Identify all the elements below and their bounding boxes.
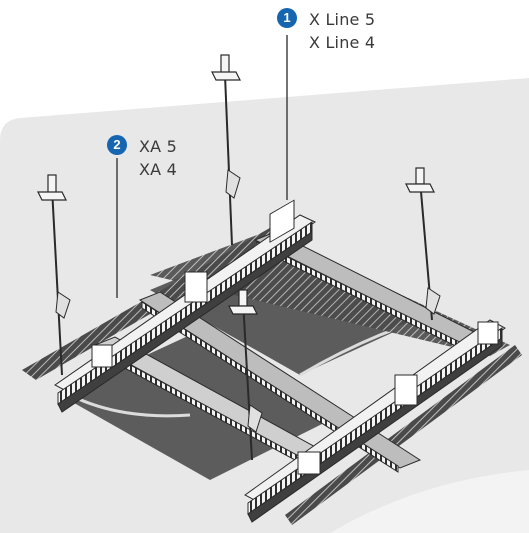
ceiling-panel-curve: [69, 393, 191, 418]
callout-1-badge: 1: [277, 8, 297, 28]
hanger-tops: [37, 54, 435, 315]
callout-1-lines: X Line 5 X Line 4: [309, 8, 375, 54]
callout-2-line-2: XA 4: [139, 160, 177, 179]
perimeter-profile: [285, 345, 522, 525]
connector-clips: [91, 199, 499, 475]
cross-tee-profiles: [93, 231, 502, 473]
hanger-springs: [55, 169, 441, 433]
callout-2: 2 XA 5 XA 4: [107, 135, 177, 181]
callout-1-line-2: X Line 4: [309, 33, 376, 52]
ceiling-panel: [60, 335, 330, 480]
callout-1-line-1: X Line 5: [309, 10, 376, 29]
callout-2-line-1: XA 5: [139, 137, 177, 156]
callout-2-badge: 2: [107, 135, 127, 155]
callout-2-lines: XA 5 XA 4: [139, 135, 177, 181]
callout-1: 1 X Line 5 X Line 4: [277, 8, 375, 54]
background-panel-highlight: [330, 470, 529, 533]
